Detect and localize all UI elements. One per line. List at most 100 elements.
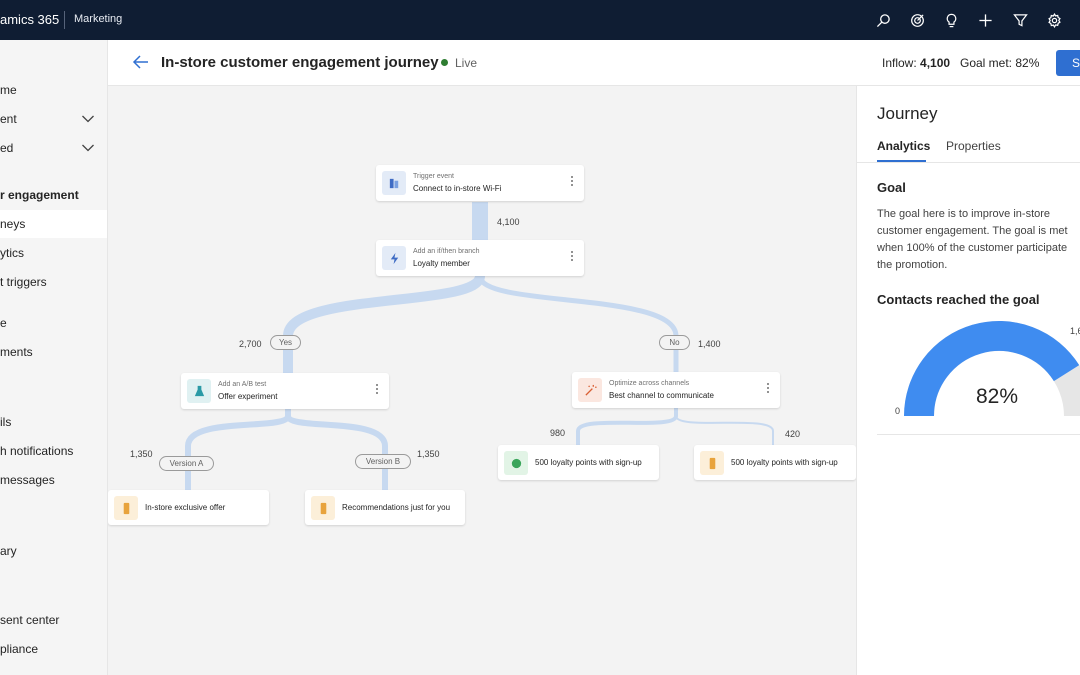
variant-label-b[interactable]: Version B (355, 454, 411, 469)
top-bar-divider (64, 11, 65, 29)
flow-yes-branch (283, 274, 485, 376)
nav-item-expandable[interactable]: ed (0, 134, 107, 162)
settings-icon[interactable] (1044, 10, 1064, 30)
message-node-offer-a[interactable]: In-store exclusive offer (108, 490, 269, 525)
node-title: 500 loyalty points with sign-up (535, 458, 642, 467)
nav-item-segments[interactable]: ments (0, 338, 107, 366)
gauge-percent: 82% (976, 385, 1019, 408)
nav-item-label: e (0, 316, 7, 330)
plus-icon[interactable] (975, 10, 995, 30)
nav-item-label: ils (0, 415, 12, 429)
primary-action-button[interactable]: S (1056, 50, 1080, 76)
nav-item-label: neys (0, 217, 26, 231)
more-options-icon[interactable] (571, 176, 574, 188)
message-node-loyalty-push[interactable]: 500 loyalty points with sign-up (694, 445, 856, 480)
site-map-navigation: me ent ed r engagement neys ytics t trig… (0, 40, 108, 675)
nav-item-partial[interactable]: e (0, 309, 107, 337)
flow-channel-1 (576, 408, 678, 446)
status-badge: Live (455, 56, 478, 70)
goal-description-line: customer engagement. The goal is met (877, 225, 1068, 237)
nav-item-library[interactable]: ary (0, 537, 107, 565)
nav-item-compliance[interactable]: pliance (0, 635, 107, 663)
more-options-icon[interactable] (767, 383, 770, 395)
node-title: In-store exclusive offer (145, 503, 226, 512)
flow-count: 1,350 (417, 449, 440, 459)
node-type: Trigger event (413, 173, 454, 180)
ab-test-node[interactable]: Add an A/B test Offer experiment (181, 373, 389, 409)
goal-description: The goal here is to improve in-store cus… (877, 206, 1080, 274)
node-type: Add an A/B test (218, 381, 267, 388)
nav-item-label: me (0, 83, 17, 97)
nav-item-label: ytics (0, 246, 24, 260)
nav-item-label: t triggers (0, 275, 47, 289)
search-icon[interactable] (873, 10, 893, 30)
goal-heading: Goal (877, 180, 906, 195)
nav-item-label: sent center (0, 613, 60, 627)
more-options-icon[interactable] (376, 384, 379, 396)
tabs-divider (857, 162, 1080, 163)
goal-met-value: 82% (1015, 56, 1040, 70)
mobile-app-icon (311, 496, 335, 520)
live-status-dot (441, 59, 448, 66)
tab-properties[interactable]: Properties (946, 139, 1001, 153)
magic-wand-icon (578, 378, 602, 402)
flow-no-branch (477, 275, 679, 376)
gauge-fill (904, 321, 1080, 416)
flow-version-a (185, 408, 291, 491)
optimize-channels-node[interactable]: Optimize across channels Best channel to… (572, 372, 780, 408)
chevron-down-icon[interactable] (81, 142, 95, 154)
nav-item-triggers[interactable]: t triggers (0, 268, 107, 296)
nav-item-consent-center[interactable]: sent center (0, 606, 107, 634)
node-type: Optimize across channels (609, 380, 690, 387)
tab-analytics[interactable]: Analytics (877, 139, 931, 153)
mobile-app-icon (114, 496, 138, 520)
gauge-max-label: 1,6 (1070, 326, 1080, 336)
trigger-icon (382, 171, 406, 195)
flow-count: 2,700 (239, 339, 262, 349)
flow-connectors (185, 202, 774, 491)
message-node-offer-b[interactable]: Recommendations just for you (305, 490, 465, 525)
target-icon[interactable] (907, 10, 927, 30)
branch-label-yes[interactable]: Yes (270, 335, 301, 350)
area-name[interactable]: Marketing (74, 13, 123, 25)
nav-item-analytics[interactable]: ytics (0, 239, 107, 267)
nav-item-journeys[interactable]: neys (0, 210, 107, 238)
nav-item-text-messages[interactable]: messages (0, 466, 107, 494)
inflow-value: 4,100 (920, 56, 951, 70)
nav-item-label: messages (0, 473, 55, 487)
flow-count: 4,100 (497, 217, 520, 227)
journey-canvas[interactable]: 4,100 2,700 1,400 1,350 1,350 980 420 Ye… (108, 86, 856, 675)
back-arrow-icon[interactable] (132, 53, 150, 71)
app-name[interactable]: amics 365 (0, 12, 60, 27)
flow-channel-2 (675, 408, 774, 446)
branch-label-no[interactable]: No (659, 335, 690, 350)
chevron-down-icon[interactable] (81, 113, 95, 125)
message-node-loyalty-sms[interactable]: 500 loyalty points with sign-up (498, 445, 659, 480)
chat-bubble-icon (504, 451, 528, 475)
page-title: In-store customer engagement journey (161, 54, 439, 71)
nav-item-emails[interactable]: ils (0, 408, 107, 436)
nav-item-label: ent (0, 112, 17, 126)
goal-description-line: the promotion. (877, 259, 948, 271)
branch-node[interactable]: Add an if/then branch Loyalty member (376, 240, 584, 276)
mobile-app-icon (700, 451, 724, 475)
nav-item-home[interactable]: me (0, 76, 107, 104)
flow-count: 980 (550, 428, 566, 438)
flask-icon (187, 379, 211, 403)
nav-item-label: ed (0, 141, 14, 155)
nav-item-content[interactable]: ent (0, 105, 107, 133)
nav-item-label: h notifications (0, 444, 74, 458)
nav-item-label: ments (0, 345, 33, 359)
lightbulb-icon[interactable] (941, 10, 961, 30)
trigger-node[interactable]: Trigger event Connect to in-store Wi-Fi (376, 165, 584, 201)
nav-group-label: r engagement (0, 188, 79, 202)
contacts-goal-heading: Contacts reached the goal (877, 292, 1040, 307)
active-tab-indicator (877, 160, 926, 162)
more-options-icon[interactable] (571, 251, 574, 263)
node-title: Recommendations just for you (342, 503, 451, 512)
inflow-label: Inflow: (882, 56, 917, 70)
nav-item-push-notifications[interactable]: h notifications (0, 437, 107, 465)
filter-icon[interactable] (1010, 10, 1030, 30)
variant-label-a[interactable]: Version A (159, 456, 214, 471)
nav-item-label: ary (0, 544, 17, 558)
